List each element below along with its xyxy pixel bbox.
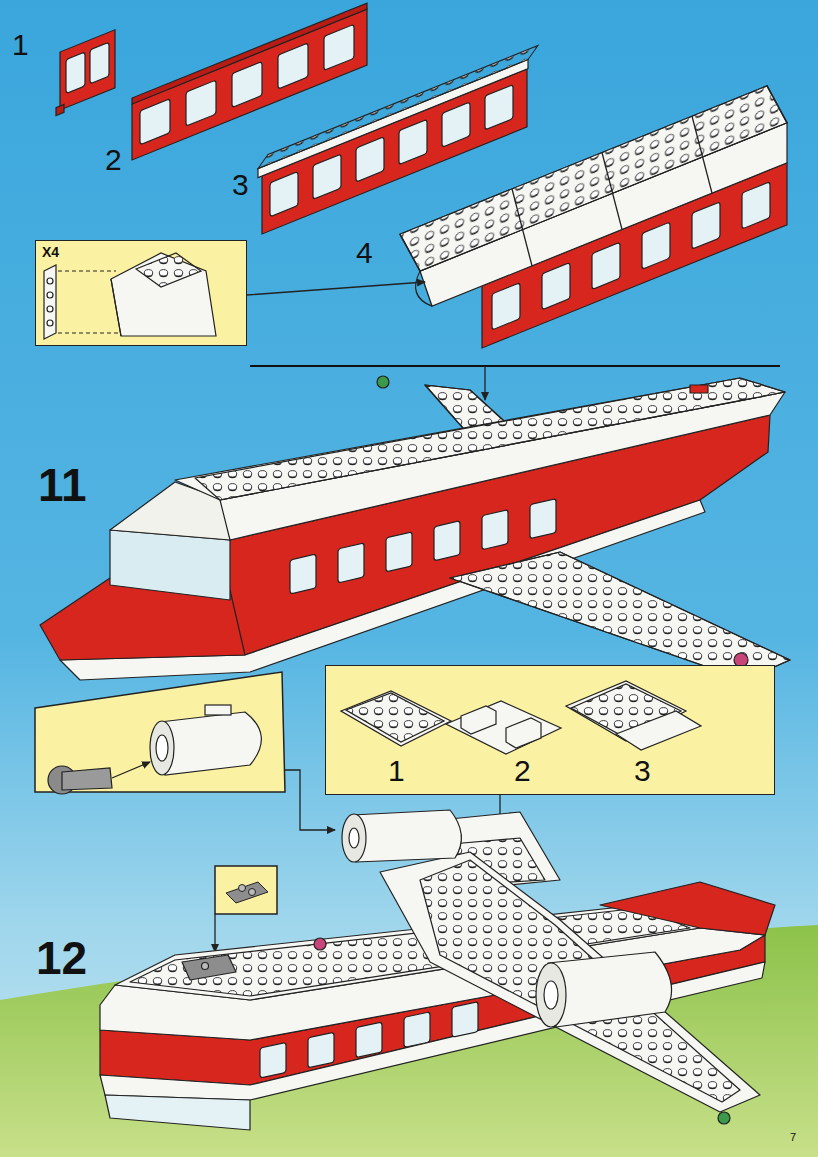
panel-text: 3 — [634, 756, 651, 786]
substep-number: 3 — [232, 170, 249, 200]
page-number: 7 — [790, 1132, 796, 1143]
leader-arrow — [247, 282, 425, 295]
leader-arrow — [484, 366, 485, 400]
engine-callout — [35, 672, 335, 830]
wall-with-roof — [400, 78, 787, 381]
step-number: 12 — [36, 935, 87, 981]
substep-number: 1 — [12, 30, 29, 60]
substep-number: 2 — [105, 145, 122, 175]
substep-number: 4 — [356, 238, 373, 268]
callout-panel: X4 — [35, 240, 247, 346]
step-number: 11 — [38, 462, 87, 508]
slope-brick-art — [36, 241, 248, 347]
panel-text: X4 — [42, 245, 59, 259]
panel-text: 2 — [514, 756, 531, 786]
wall-panel-small — [56, 30, 115, 116]
airplane-step-11 — [40, 376, 790, 680]
panel-text: 1 — [388, 756, 405, 786]
separator — [250, 365, 780, 367]
airplane-step-12 — [100, 810, 775, 1130]
callout-panel: 1 2 3 — [325, 665, 775, 795]
plate-callout — [215, 866, 277, 952]
